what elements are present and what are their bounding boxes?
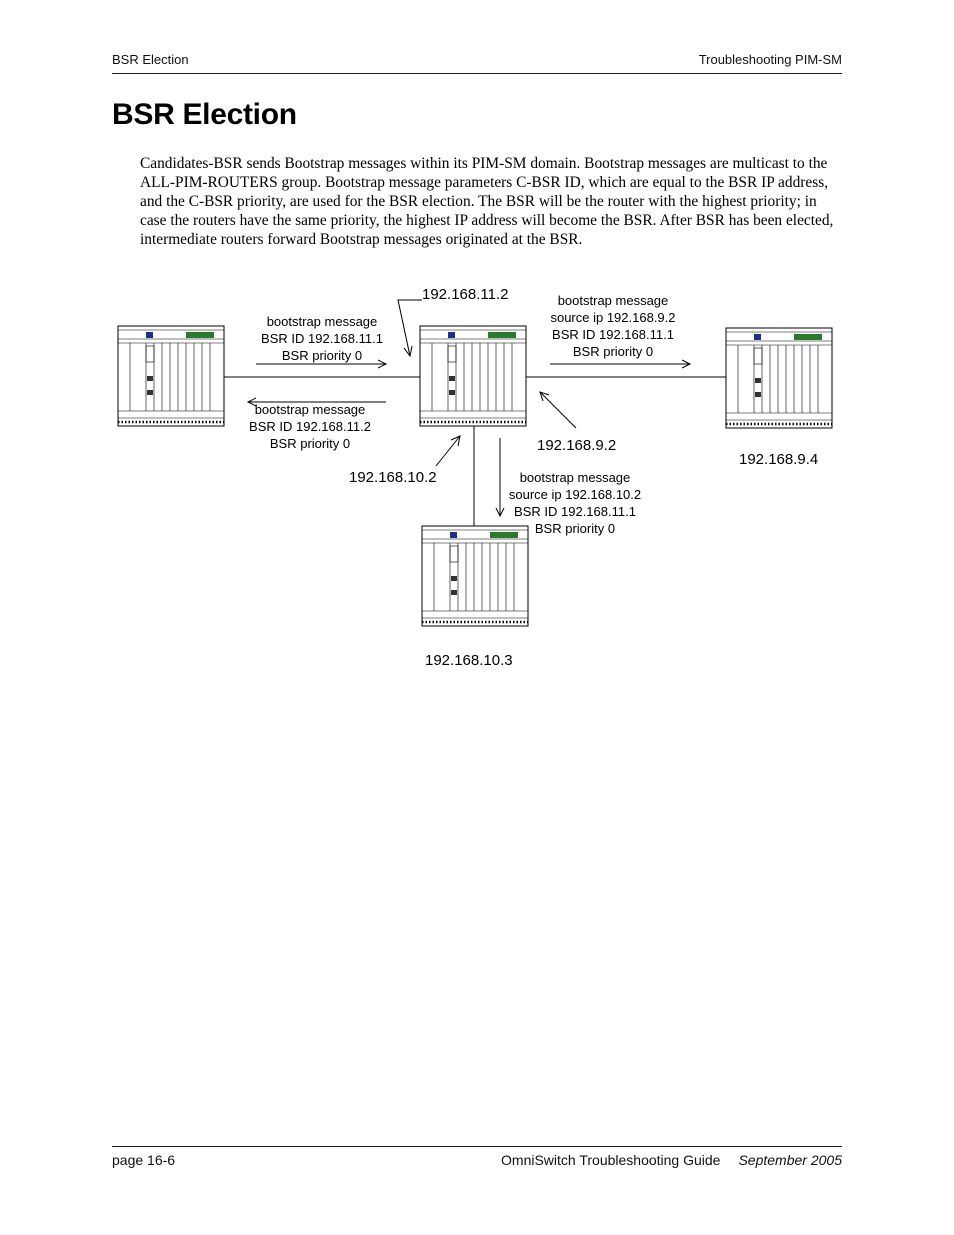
header-rule bbox=[112, 73, 842, 74]
msg-line: source ip 192.168.10.2 bbox=[509, 487, 641, 502]
pointer-192-168-11-2 bbox=[397, 299, 422, 358]
ip-center-right: 192.168.9.2 bbox=[537, 437, 616, 454]
arrow-center-to-left bbox=[246, 397, 386, 407]
ip-center-top: 192.168.11.2 bbox=[422, 286, 508, 303]
msg-line: bootstrap message bbox=[267, 314, 378, 329]
msg-line: bootstrap message bbox=[255, 402, 366, 417]
msg-line: bootstrap message bbox=[520, 470, 631, 485]
arrow-center-to-right bbox=[550, 359, 692, 369]
msg-line: bootstrap message bbox=[558, 293, 669, 308]
footer-page-number: page 16-6 bbox=[112, 1152, 176, 1168]
pointer-192-168-9-2 bbox=[539, 391, 577, 429]
router-center bbox=[418, 324, 528, 428]
msg-left-to-center: bootstrap message BSR ID 192.168.11.1 BS… bbox=[261, 314, 383, 363]
msg-line: BSR priority 0 bbox=[282, 348, 362, 363]
msg-line: BSR ID 192.168.11.2 bbox=[249, 419, 371, 434]
router-left bbox=[116, 324, 226, 428]
ip-center-bottom: 192.168.10.2 bbox=[349, 469, 437, 486]
footer-date: September 2005 bbox=[738, 1152, 842, 1168]
msg-line: source ip 192.168.9.2 bbox=[550, 310, 675, 325]
msg-line: BSR ID 192.168.11.1 bbox=[552, 327, 674, 342]
msg-center-to-bottom: bootstrap message source ip 192.168.10.2… bbox=[509, 470, 641, 536]
ip-bottom-router: 192.168.10.3 bbox=[425, 652, 513, 669]
msg-line: BSR priority 0 bbox=[573, 344, 653, 359]
page-title: BSR Election bbox=[112, 98, 297, 131]
ip-right-router: 192.168.9.4 bbox=[739, 451, 818, 468]
msg-center-to-right: bootstrap message source ip 192.168.9.2 … bbox=[550, 293, 675, 359]
msg-line: BSR ID 192.168.11.1 bbox=[261, 331, 383, 346]
header-chapter-title: Troubleshooting PIM-SM bbox=[698, 52, 842, 67]
router-right bbox=[724, 326, 834, 430]
pointer-192-168-10-2 bbox=[435, 435, 461, 467]
header-section-title: BSR Election bbox=[112, 52, 189, 67]
footer-rule bbox=[112, 1146, 842, 1147]
msg-line: BSR ID 192.168.11.1 bbox=[514, 504, 636, 519]
arrow-center-to-bottom bbox=[495, 438, 505, 518]
arrow-left-to-center bbox=[256, 359, 388, 369]
msg-line: BSR priority 0 bbox=[270, 436, 350, 451]
msg-line: BSR priority 0 bbox=[535, 521, 615, 536]
body-paragraph: Candidates-BSR sends Bootstrap messages … bbox=[140, 155, 834, 248]
footer-guide-title: OmniSwitch Troubleshooting Guide bbox=[501, 1152, 721, 1168]
msg-center-to-left: bootstrap message BSR ID 192.168.11.2 BS… bbox=[249, 402, 371, 451]
router-bottom bbox=[420, 524, 530, 628]
footer-right: OmniSwitch Troubleshooting Guide Septembe… bbox=[501, 1152, 842, 1168]
